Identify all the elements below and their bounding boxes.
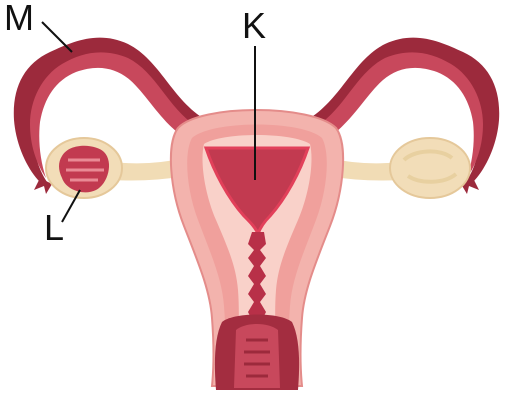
label-k: K — [242, 5, 266, 46]
label-m: M — [4, 0, 34, 38]
right-ovary — [390, 138, 470, 198]
left-ovary — [46, 138, 122, 198]
leader-line-m — [42, 22, 72, 52]
label-l: L — [44, 207, 64, 248]
